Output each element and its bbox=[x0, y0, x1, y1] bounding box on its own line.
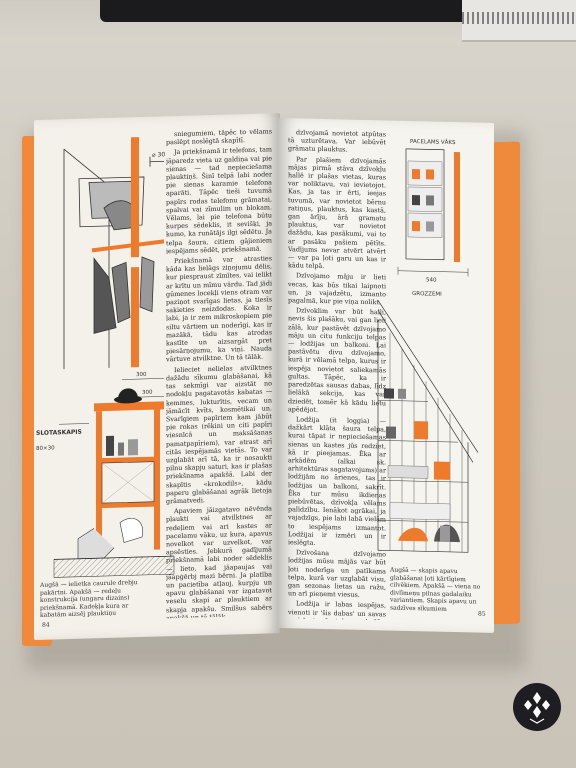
left-page-paragraph: sniegumiem, tāpēc to vēlams paslēpt nosl… bbox=[166, 127, 272, 147]
pacelams-vaks-label: PACELAMS VĀKS bbox=[410, 138, 456, 146]
dimension-lines bbox=[59, 378, 164, 425]
under-stair-storage-illustration bbox=[377, 300, 479, 553]
dim-label-30: ⌀ 30 bbox=[152, 151, 165, 158]
left-page-paragraph: Apaviem jāizgatavo nēvēnda plaukti vai a… bbox=[166, 504, 272, 619]
right-page: dzīvojamā novietot atpūtas tā uzturētava… bbox=[278, 118, 494, 633]
left-page-number: 84 bbox=[42, 621, 50, 629]
right-page-illustrations: PACELAMS VĀKS 540 GROZZEMI bbox=[377, 138, 479, 553]
left-page: ⌀ 30 300 300 SLOTASKAPIS 80×30 bbox=[34, 113, 280, 640]
left-page-text-column: sniegumiem, tāpēc to vēlams paslēpt nosl… bbox=[166, 127, 272, 618]
hall-shelf-illustration bbox=[53, 388, 175, 578]
spiral-notebook bbox=[462, 0, 576, 42]
left-page-paragraph: Ielieciet nelielas atvilktnes dažādu sīk… bbox=[166, 363, 272, 506]
stored-items bbox=[384, 388, 460, 543]
diamond-logo-icon bbox=[524, 692, 550, 724]
left-page-illustrations: ⌀ 30 300 300 SLOTASKAPIS 80×30 bbox=[36, 137, 175, 578]
coat-rack-illustration bbox=[63, 137, 165, 370]
left-page-paragraph: Priekšnamā var atrasties kāda kas lielāg… bbox=[166, 254, 272, 364]
left-page-paragraph: Ja priekšnamā ir telefons, tam jāparedz … bbox=[166, 145, 272, 256]
left-page-caption: Augšā — ielietka caurule drebju pakārtni… bbox=[40, 579, 138, 620]
right-page-number: 85 bbox=[478, 610, 486, 618]
laptop-edge bbox=[100, 0, 480, 22]
notebook-spiral bbox=[462, 12, 576, 24]
dim-label-300-b: 300 bbox=[142, 390, 153, 396]
slotaskapis-label: SLOTASKAPIS bbox=[36, 429, 82, 437]
dim-label-300-a: 300 bbox=[136, 372, 147, 378]
shoe-cabinet-illustration bbox=[397, 148, 469, 277]
dim-label-540: 540 bbox=[426, 277, 437, 283]
grozzemi-label: GROZZEMI bbox=[412, 291, 442, 298]
right-page-caption: Augšā — skapis apavu glabāšanai ļoti kār… bbox=[390, 566, 481, 613]
dim-label-80x30: 80×30 bbox=[36, 445, 55, 452]
watermark-logo bbox=[513, 683, 561, 731]
